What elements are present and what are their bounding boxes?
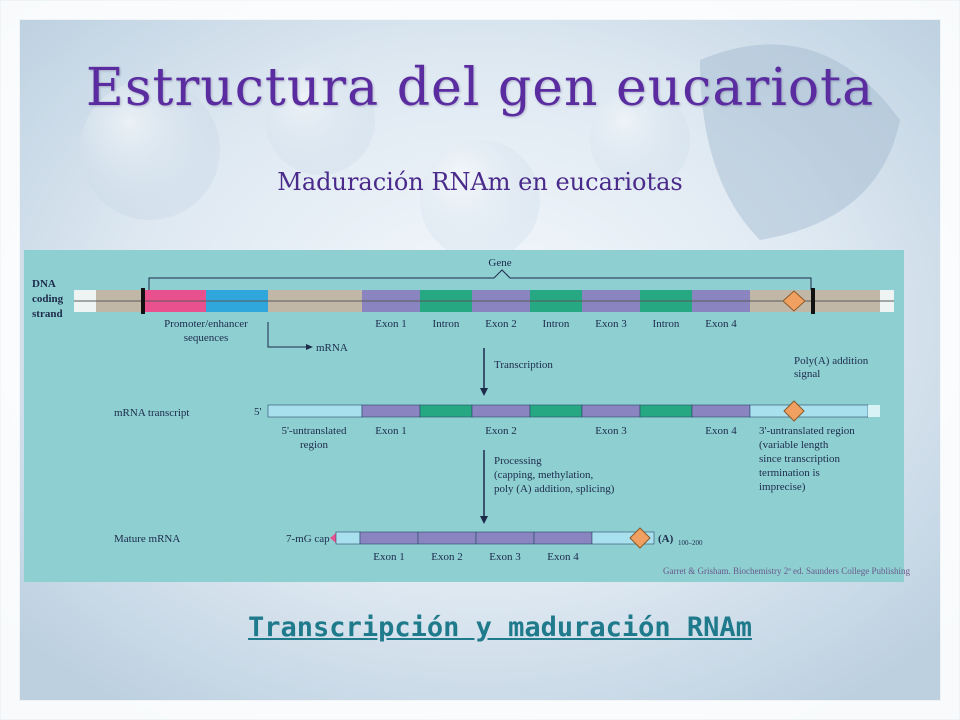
polya-signal-diamond bbox=[782, 290, 806, 312]
three-utr-label: 3'-untranslated region (variable length … bbox=[759, 425, 855, 493]
mrna-arrow bbox=[267, 322, 306, 348]
polya-count-label: 100–200 bbox=[678, 539, 703, 547]
dna-seg-label-3: Exon 2 bbox=[485, 318, 516, 330]
transcript-seg-label-3: Exon 3 bbox=[595, 425, 627, 437]
transcript-seg-label-1: Exon 1 bbox=[375, 425, 406, 437]
mature-mrna bbox=[330, 527, 655, 549]
dna-seg-label-7: Exon 4 bbox=[705, 318, 737, 330]
dna-label-line3: strand bbox=[32, 308, 63, 320]
transcript-seg-label-2: Exon 2 bbox=[485, 425, 516, 437]
mrna-arrow-label: mRNA bbox=[316, 342, 348, 354]
three-utr-label-line5: imprecise) bbox=[759, 481, 806, 493]
transcription-link[interactable]: Transcripción y maduración RNAm bbox=[248, 612, 752, 643]
dna-seg-label-2: Intron bbox=[433, 318, 460, 330]
polya-tail-label: (A) bbox=[658, 533, 674, 545]
dna-label-line2: coding bbox=[32, 293, 64, 305]
cap-marker bbox=[330, 533, 336, 543]
five-utr-label-line2: region bbox=[300, 439, 329, 451]
processing-label-line3: poly (A) addition, splicing) bbox=[494, 483, 615, 495]
promoter-label-line2: sequences bbox=[184, 332, 229, 344]
three-utr-label-line4: termination is bbox=[759, 467, 820, 479]
dna-label-line1: DNA bbox=[32, 278, 56, 290]
gene-bracket bbox=[148, 269, 812, 290]
processing-arrowhead bbox=[480, 516, 488, 524]
gene-label: Gene bbox=[488, 257, 511, 269]
cap-label: 7-mG cap bbox=[286, 533, 330, 545]
gene-structure-diagram: Gene DNA coding strand Promoter/enhancer… bbox=[24, 250, 904, 582]
polya-signal-label-line2: signal bbox=[794, 368, 820, 380]
dna-seg-label-5: Exon 3 bbox=[595, 318, 627, 330]
dna-seg-label-6: Intron bbox=[653, 318, 680, 330]
transcript-label: mRNA transcript bbox=[114, 407, 189, 419]
transcription-arrowhead bbox=[480, 388, 488, 396]
promoter-label-line1: Promoter/enhancer bbox=[164, 318, 248, 330]
three-utr-label-line1: 3'-untranslated region bbox=[759, 425, 855, 437]
mature-label: Mature mRNA bbox=[114, 533, 180, 545]
mrna-transcript bbox=[267, 400, 880, 422]
transcription-label: Transcription bbox=[494, 359, 553, 371]
five-utr-label-line1: 5'-untranslated bbox=[282, 425, 347, 437]
dna-strand bbox=[74, 288, 894, 314]
slide-title: Estructura del gen eucariota bbox=[85, 58, 875, 118]
three-utr-label-line2: (variable length bbox=[759, 439, 829, 451]
dna-seg-label-1: Exon 1 bbox=[375, 318, 406, 330]
polya-signal-label-line1: Poly(A) addition bbox=[794, 355, 869, 367]
mature-seg-label-3: Exon 3 bbox=[489, 551, 521, 563]
transcript-seg-label-4: Exon 4 bbox=[705, 425, 737, 437]
mature-seg-label-4: Exon 4 bbox=[547, 551, 579, 563]
three-utr-label-line3: since transcription bbox=[759, 453, 840, 465]
five-prime-label: 5' bbox=[254, 406, 262, 418]
mature-seg-label-1: Exon 1 bbox=[373, 551, 404, 563]
image-credit: Garret & Grisham. Biochemistry 2ª ed. Sa… bbox=[663, 566, 910, 576]
processing-label-line1: Processing bbox=[494, 455, 542, 467]
processing-label-line2: (capping, methylation, bbox=[494, 469, 594, 481]
dna-seg-label-4: Intron bbox=[543, 318, 570, 330]
mature-seg-label-2: Exon 2 bbox=[431, 551, 462, 563]
slide-subtitle: Maduración RNAm en eucariotas bbox=[277, 168, 683, 196]
